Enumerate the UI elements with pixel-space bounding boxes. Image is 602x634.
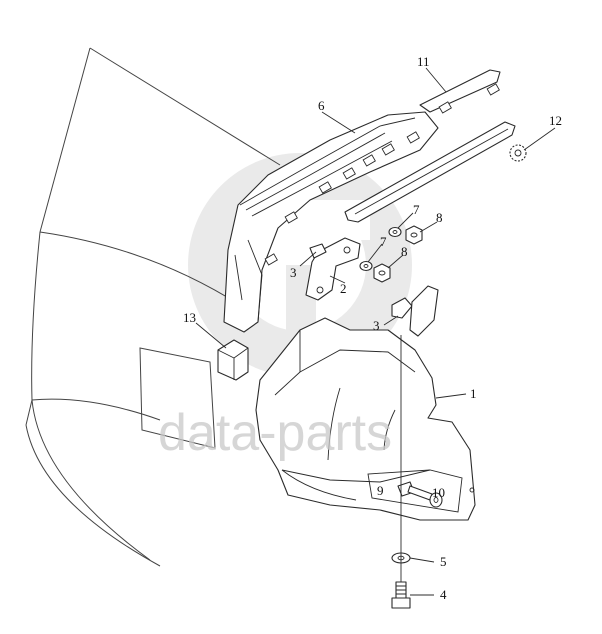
- part-6-studs: [264, 131, 420, 266]
- vehicle-body-outline: [25, 47, 281, 567]
- callout-3-lower: 3: [373, 318, 380, 333]
- callout-7-lower: 7: [380, 234, 387, 249]
- part-13-block: [217, 339, 249, 381]
- callout-11: 11: [417, 54, 430, 69]
- callout-9: 9: [377, 483, 384, 498]
- part-8-nut-upper: [405, 225, 423, 245]
- part-1-housing: [255, 317, 476, 521]
- callout-8-upper: 8: [436, 210, 443, 225]
- leader-lines: [195, 67, 556, 596]
- callout-7-upper: 7: [413, 202, 420, 217]
- callout-4: 4: [440, 587, 447, 602]
- part-11-moulding: [344, 69, 516, 223]
- callout-labels: 1 2 3 3 4 5 6 7 7 8 8 9 10 11 12 13: [183, 54, 562, 602]
- callout-6: 6: [318, 98, 325, 113]
- watermark-text: data-parts: [158, 404, 392, 462]
- callout-13: 13: [183, 310, 196, 325]
- part-7-washer-upper: [388, 226, 402, 238]
- callout-2: 2: [340, 281, 347, 296]
- part-7-washer-lower: [359, 260, 373, 272]
- callout-5: 5: [440, 554, 447, 569]
- part-10-washer: [429, 492, 443, 508]
- part-8-nut-lower: [373, 263, 391, 283]
- callout-1: 1: [470, 386, 477, 401]
- part-12-toothed-washer: [509, 144, 527, 162]
- callout-10: 10: [432, 485, 445, 500]
- part-3-clip-lower: [391, 285, 439, 337]
- callout-12: 12: [549, 113, 562, 128]
- callout-8-lower: 8: [401, 244, 408, 259]
- callout-3-upper: 3: [290, 265, 297, 280]
- part-4-bolt: [391, 581, 411, 609]
